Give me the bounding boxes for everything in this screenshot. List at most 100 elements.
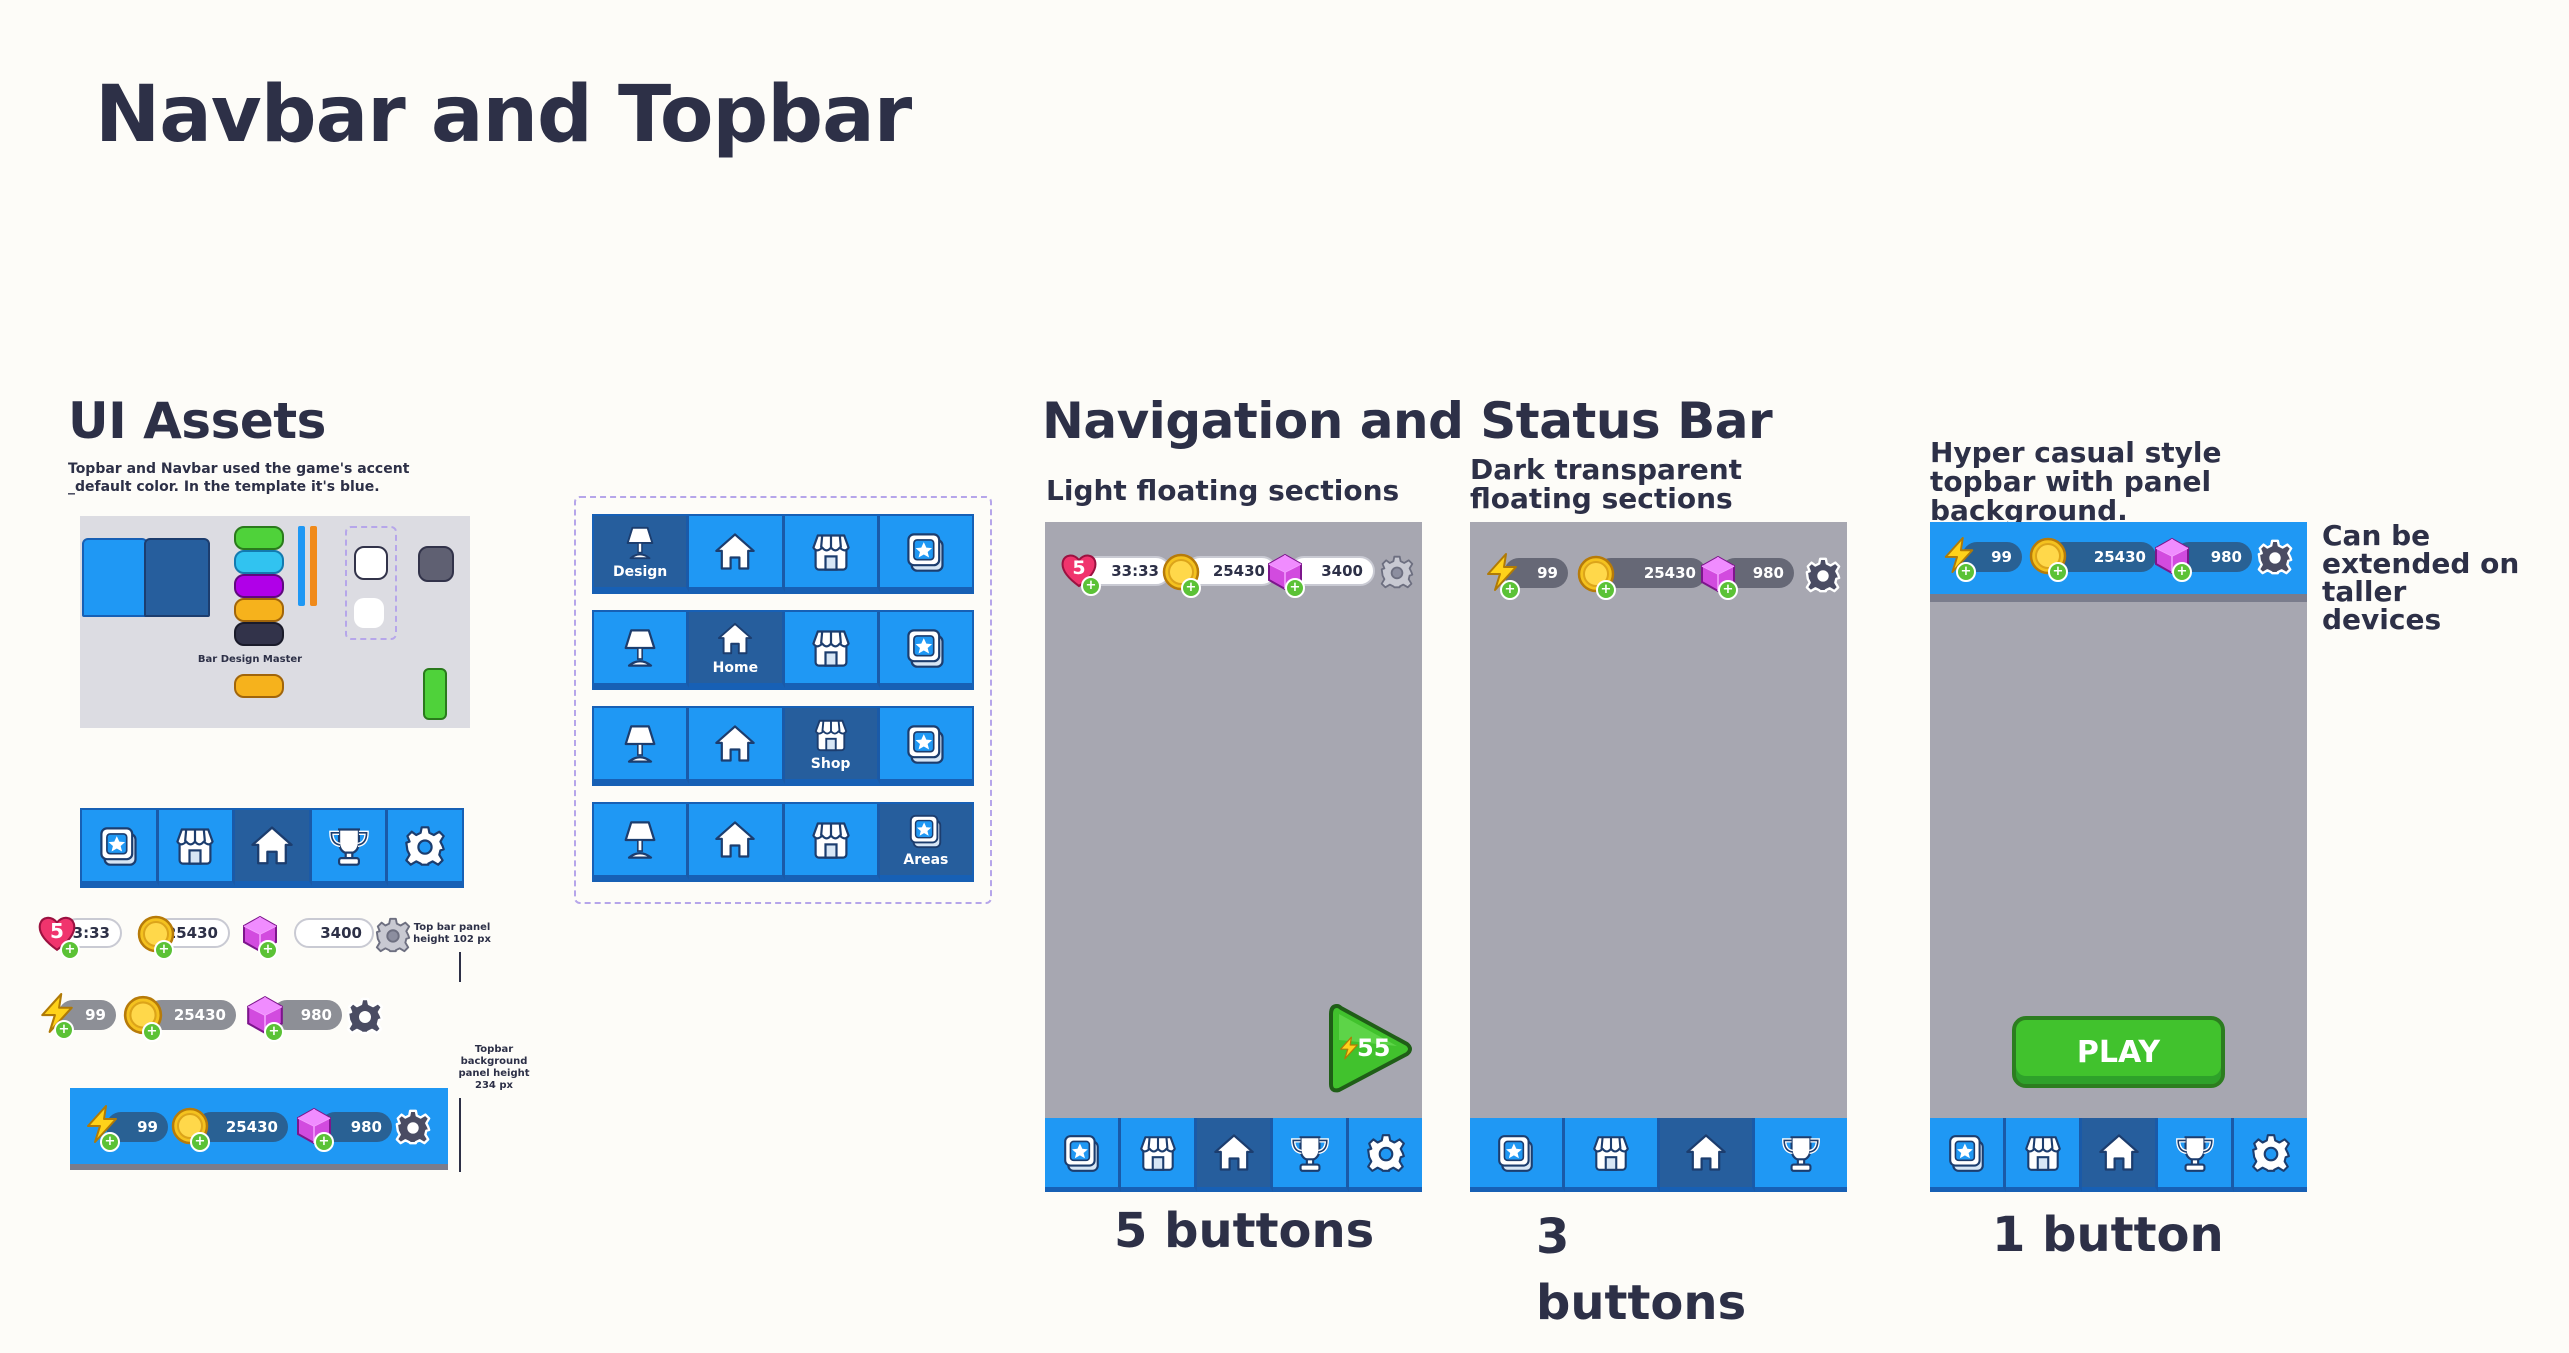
nav-trophy[interactable]	[2158, 1118, 2234, 1192]
swatch-white-outlined	[354, 546, 388, 580]
tab-design[interactable]: Design	[594, 516, 690, 592]
swatch-dark	[234, 622, 284, 646]
plus-icon[interactable]: +	[264, 1022, 284, 1042]
nav-settings[interactable]	[2234, 1118, 2307, 1192]
tab-row-areas: Areas	[592, 802, 974, 882]
nav-trophy[interactable]	[1273, 1118, 1349, 1192]
swatch-cyan	[234, 550, 284, 574]
nav-areas[interactable]	[1930, 1118, 2006, 1192]
asset-nav-areas[interactable]	[82, 810, 159, 886]
lamp-icon	[621, 524, 659, 562]
gear-icon[interactable]	[345, 996, 385, 1036]
tab-shop[interactable]	[784, 612, 880, 688]
asset-nav-home[interactable]	[235, 810, 312, 886]
nav-home[interactable]	[2082, 1118, 2158, 1192]
plus-icon[interactable]: +	[154, 940, 174, 960]
gear-icon	[1365, 1132, 1407, 1174]
dark-gem: +	[1698, 554, 1738, 600]
tab-shop[interactable]	[784, 804, 880, 880]
coins-text: 25430	[173, 1006, 226, 1024]
tab-areas[interactable]	[879, 612, 972, 688]
coins-text: 25430	[1212, 562, 1265, 580]
nav-trophy[interactable]	[1755, 1118, 1847, 1192]
nav-shop[interactable]	[2006, 1118, 2082, 1192]
bar-design-master-panel: Bar Design Master	[80, 516, 470, 728]
nav-settings[interactable]	[1349, 1118, 1422, 1192]
asset-dark-gem: +	[244, 994, 286, 1042]
asset-nav-trophy[interactable]	[311, 810, 389, 886]
dark-navbar	[1470, 1118, 1847, 1192]
design-master-label: Bar Design Master	[197, 654, 303, 665]
plus-icon[interactable]: +	[142, 1022, 162, 1042]
areas-icon	[97, 824, 141, 868]
shop-icon	[809, 818, 853, 862]
home-icon	[716, 620, 754, 658]
plus-icon[interactable]: +	[1596, 580, 1616, 600]
swatch-white	[354, 598, 384, 628]
plus-icon[interactable]: +	[2048, 562, 2068, 582]
home-icon	[713, 818, 757, 862]
plus-icon[interactable]: +	[314, 1132, 334, 1152]
tab-design[interactable]	[594, 708, 690, 784]
tab-shop[interactable]	[784, 516, 880, 592]
hyper-coin: +	[2028, 536, 2068, 582]
hearts-count: 5	[1072, 557, 1086, 579]
gear-icon[interactable]	[394, 1108, 432, 1146]
energy-badge-text: 55	[1357, 1034, 1391, 1062]
areas-icon	[904, 626, 948, 670]
plus-icon[interactable]: +	[100, 1132, 120, 1152]
plus-icon[interactable]: +	[1285, 578, 1305, 598]
nav-shop[interactable]	[1121, 1118, 1197, 1192]
gear-icon[interactable]	[1379, 554, 1415, 590]
plus-icon[interactable]: +	[1718, 580, 1738, 600]
tab-design[interactable]	[594, 612, 690, 688]
plus-icon[interactable]: +	[190, 1132, 210, 1152]
plus-icon[interactable]: +	[60, 940, 80, 960]
plus-icon[interactable]: +	[2172, 562, 2192, 582]
nav-home[interactable]	[1197, 1118, 1273, 1192]
tab-home[interactable]	[689, 708, 785, 784]
tab-home[interactable]: Home	[689, 612, 785, 688]
plus-icon[interactable]: +	[1956, 562, 1976, 582]
play-button[interactable]: PLAY	[2012, 1016, 2225, 1088]
tab-shop[interactable]: Shop	[784, 708, 880, 784]
nav-home[interactable]	[1660, 1118, 1755, 1192]
energy-text: 99	[85, 1006, 106, 1024]
asset-panel-coins-pill: 25430	[196, 1112, 288, 1142]
home-icon	[2097, 1131, 2141, 1175]
hyper-navbar	[1930, 1118, 2307, 1192]
energy-play-button[interactable]: 55	[1327, 1000, 1413, 1098]
tab-areas[interactable]	[879, 708, 972, 784]
home-icon	[249, 823, 295, 869]
tab-home[interactable]	[689, 804, 785, 880]
plus-icon[interactable]: +	[1081, 576, 1101, 596]
tab-home[interactable]	[689, 516, 785, 592]
asset-dark-gems-pill: 980	[272, 1000, 342, 1030]
nav-areas[interactable]	[1045, 1118, 1121, 1192]
plus-icon[interactable]: +	[1181, 578, 1201, 598]
plus-icon[interactable]: +	[1500, 580, 1520, 600]
hyper-count-label: 1 button	[1992, 1207, 2224, 1263]
plus-icon[interactable]: +	[258, 940, 278, 960]
dark-section-title: Dark transparent floating sections	[1470, 453, 1743, 515]
trophy-icon	[1289, 1132, 1331, 1174]
nav-shop[interactable]	[1565, 1118, 1660, 1192]
nav-areas[interactable]	[1470, 1118, 1565, 1192]
asset-panel-topbar: 99 + 25430 + 980 +	[70, 1088, 448, 1170]
asset-nav-shop[interactable]	[158, 810, 236, 886]
shop-icon	[173, 824, 217, 868]
gear-icon[interactable]	[2256, 538, 2294, 576]
shop-icon	[1137, 1132, 1179, 1174]
dark-phone-screen: 99 + 25430 + 980 +	[1470, 522, 1847, 1192]
asset-nav-settings[interactable]	[388, 810, 462, 886]
lamp-icon	[618, 626, 662, 670]
tab-design[interactable]	[594, 804, 690, 880]
tab-areas[interactable]: Areas	[879, 804, 972, 880]
swatch-blue-bar	[298, 526, 305, 606]
gear-icon[interactable]	[1804, 556, 1842, 594]
tab-areas[interactable]	[879, 516, 972, 592]
gear-icon[interactable]	[374, 916, 412, 954]
trophy-icon	[1780, 1132, 1822, 1174]
gems-text: 980	[350, 1118, 382, 1136]
plus-icon[interactable]: +	[54, 1020, 74, 1040]
